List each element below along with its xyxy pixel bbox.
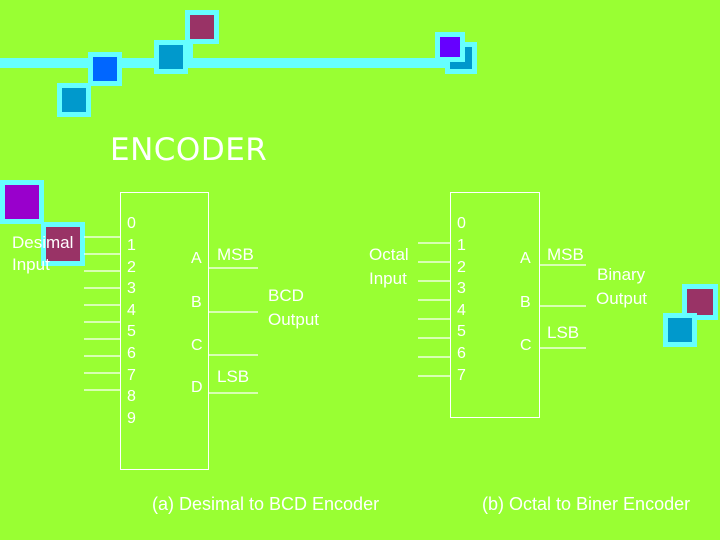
square-purple-right-top <box>435 32 465 62</box>
square-purple-left <box>0 180 44 224</box>
bcd-output-pin-b: B <box>191 294 202 311</box>
decimal-input-pin-8: 8 <box>127 388 136 405</box>
octal-input-pin-2: 2 <box>457 259 466 276</box>
octal-input-label-line1: Octal <box>369 245 409 264</box>
octal-input-pin-6: 6 <box>457 345 466 362</box>
octal-encoder-block <box>450 192 540 418</box>
decimal-input-pin-2: 2 <box>127 259 136 276</box>
decimal-input-pin-3: 3 <box>127 280 136 297</box>
bcd-msb-label: MSB <box>217 245 254 264</box>
square-blue-right <box>663 313 697 347</box>
caption-octal-encoder: (b) Octal to Biner Encoder <box>482 494 691 514</box>
decimal-input-label-line1: Desimal <box>12 233 74 252</box>
square-blue-top <box>154 40 188 74</box>
square-maroon-top <box>185 10 219 44</box>
decimal-input-pin-4: 4 <box>127 302 136 319</box>
decimal-input-pin-5: 5 <box>127 323 136 340</box>
octal-input-pin-7: 7 <box>457 367 466 384</box>
octal-input-label-line2: Input <box>369 269 407 288</box>
caption-bcd-encoder: (a) Desimal to BCD Encoder <box>152 494 380 514</box>
bcd-output-pin-a: A <box>191 250 202 267</box>
square-maroon-left <box>41 222 85 266</box>
octal-input-pin-5: 5 <box>457 323 466 340</box>
binary-output-pin-a: A <box>520 250 531 267</box>
bcd-output-label-line1: BCD <box>268 286 304 305</box>
decimal-input-pin-0: 0 <box>127 215 136 232</box>
bcd-output-label-line2: Output <box>268 310 320 329</box>
decimal-input-label-line2: Input <box>12 255 50 274</box>
decimal-input-pin-1: 1 <box>127 237 136 254</box>
square-blue-mid <box>88 52 122 86</box>
page-title: ENCODER <box>110 132 268 168</box>
bcd-encoder-block <box>120 192 209 470</box>
square-maroon-right <box>682 284 718 320</box>
decimal-input-pin-9: 9 <box>127 410 136 427</box>
decimal-input-pin-7: 7 <box>127 367 136 384</box>
octal-input-pin-1: 1 <box>457 237 466 254</box>
square-blue-low <box>57 83 91 117</box>
octal-input-pin-3: 3 <box>457 280 466 297</box>
top-horizontal-bar <box>0 58 476 68</box>
binary-output-pin-b: B <box>520 294 531 311</box>
binary-output-pin-c: C <box>520 337 532 354</box>
decimal-input-pin-6: 6 <box>127 345 136 362</box>
octal-input-pin-4: 4 <box>457 302 466 319</box>
binary-output-label-line1: Binary <box>597 265 646 284</box>
binary-msb-label: MSB <box>547 245 584 264</box>
bcd-output-pin-d: D <box>191 379 203 396</box>
binary-lsb-label: LSB <box>547 323 580 342</box>
bcd-lsb-label: LSB <box>217 367 250 386</box>
bcd-output-pin-c: C <box>191 337 203 354</box>
binary-output-label-line2: Output <box>596 289 648 308</box>
octal-input-pin-0: 0 <box>457 215 466 232</box>
